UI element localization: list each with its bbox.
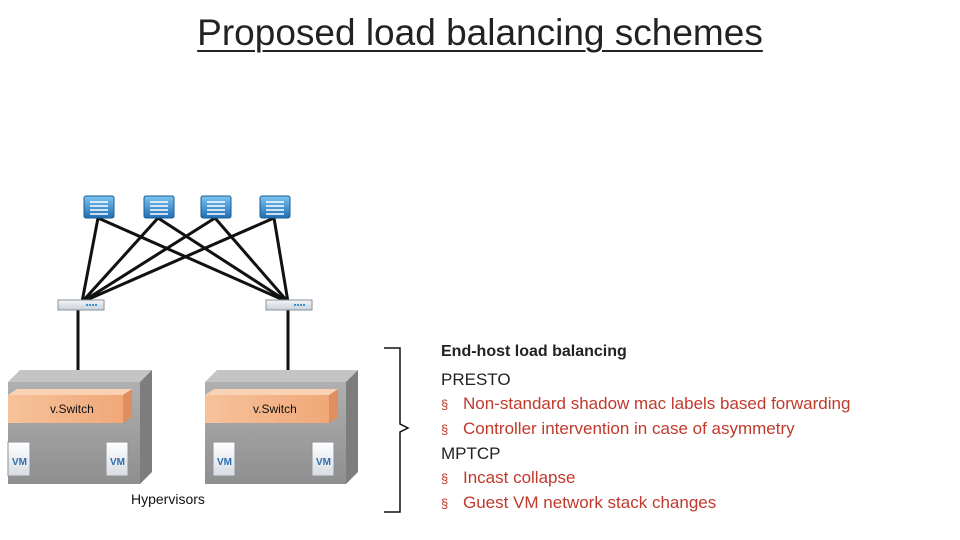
svg-text:VM: VM: [12, 457, 27, 468]
bullet-icon: §: [441, 397, 449, 412]
group-title: PRESTO: [441, 370, 511, 389]
title-text: Proposed load balancing schemes: [197, 12, 763, 53]
bullet-icon: §: [441, 471, 449, 486]
spine-switch-icon: [200, 195, 232, 219]
vm-icon: VM: [105, 441, 129, 477]
bullet-text: Controller intervention in case of asymm…: [463, 419, 795, 438]
vm-icon: VM: [212, 441, 236, 477]
bullet-item: § Incast collapse: [441, 466, 850, 491]
spine-switch-icon: [259, 195, 291, 219]
bullet-text: Guest VM network stack changes: [463, 493, 717, 512]
vswitch-box: [8, 395, 123, 423]
panel-heading: End-host load balancing: [441, 343, 627, 360]
hypervisor-host: v.Switch VM VM: [7, 370, 152, 484]
vm-icon: VM: [311, 441, 335, 477]
bullet-item: § Controller intervention in case of asym…: [441, 417, 850, 442]
vswitch-label: v.Switch: [50, 402, 94, 416]
page-title: Proposed load balancing schemes: [0, 12, 960, 54]
bullet-text: Non-standard shadow mac labels based for…: [463, 394, 851, 413]
spine-switch-icon: [83, 195, 115, 219]
bullet-icon: §: [441, 496, 449, 511]
scheme-panel: End-host load balancing PRESTO § Non-stan…: [441, 340, 850, 516]
vm-icon: VM: [7, 441, 31, 477]
bullet-item: § Guest VM network stack changes: [441, 491, 850, 516]
svg-text:VM: VM: [217, 457, 232, 468]
spine-switch-icon: [143, 195, 175, 219]
bullet-text: Incast collapse: [463, 468, 576, 487]
vswitch-label: v.Switch: [253, 402, 297, 416]
svg-text:VM: VM: [110, 457, 125, 468]
vswitch-box: [205, 395, 329, 423]
hypervisor-host: v.Switch VM VM: [205, 370, 358, 484]
leaf-switch-icon: [57, 299, 105, 311]
hypervisors-label: Hypervisors: [131, 491, 205, 507]
bullet-item: § Non-standard shadow mac labels based fo…: [441, 392, 850, 417]
brace-icon: [384, 347, 410, 513]
group-title: MPTCP: [441, 444, 501, 463]
bullet-icon: §: [441, 422, 449, 437]
fabric-links: [76, 216, 290, 370]
svg-text:VM: VM: [316, 457, 331, 468]
leaf-switch-icon: [265, 299, 313, 311]
